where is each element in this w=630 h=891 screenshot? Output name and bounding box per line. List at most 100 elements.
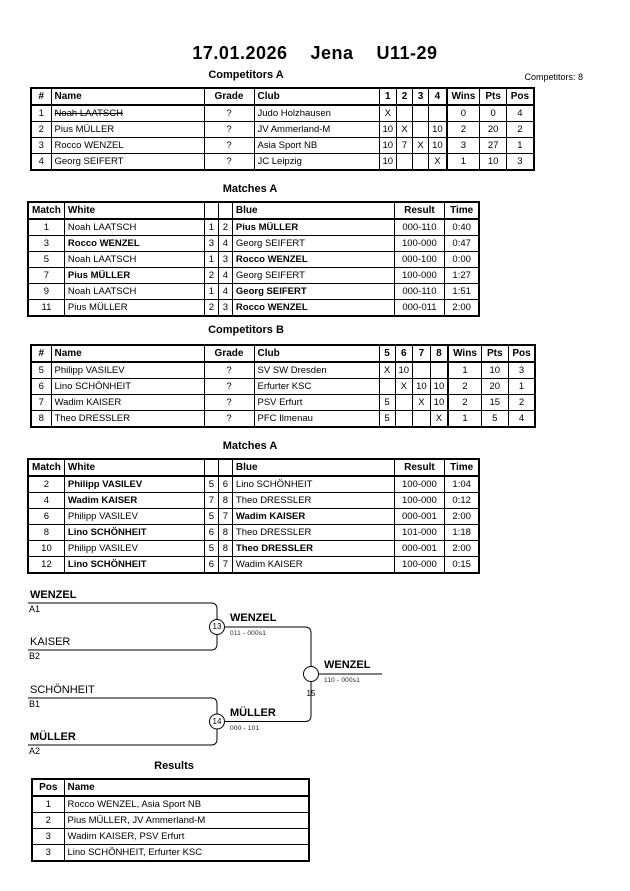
table-cell: Noah LAATSCH [63, 218, 205, 236]
match-circle-13 [209, 619, 225, 635]
table-cell [412, 121, 430, 138]
table-cell: ? [203, 153, 255, 171]
table-cell: 5 [30, 361, 52, 379]
table-cell: 10 [429, 394, 449, 411]
table-cell: Asia Sport NB [253, 137, 380, 154]
table-cell: 2 [506, 121, 535, 138]
table-cell: 0 [445, 104, 481, 122]
table-cell: 100-000 [393, 556, 445, 574]
table-cell: Rocco WENZEL [63, 235, 205, 252]
column-header [203, 458, 219, 477]
table-cell: 8 [27, 524, 65, 541]
table-cell: 000-011 [393, 299, 445, 317]
table-cell: 1:04 [443, 475, 480, 493]
column-header: Time [443, 201, 480, 220]
table-cell: 1 [506, 137, 535, 154]
table-cell: 8 [217, 540, 233, 557]
table-cell: 2 [27, 475, 65, 493]
table-cell: 2 [203, 299, 219, 317]
table-cell: 1 [447, 361, 482, 379]
table-cell: Georg SEIFERT [231, 267, 395, 284]
table-cell: Lino SCHÖNHEIT, Erfurter KSC [63, 844, 310, 862]
table-cell: X [394, 378, 414, 395]
bracket-seed-code: B1 [29, 699, 41, 709]
table-cell: 10 [428, 121, 448, 138]
table-cell: 6 [217, 475, 233, 493]
column-header: Grade [203, 344, 255, 363]
table-cell: Rocco WENZEL [231, 299, 395, 317]
table-cell: X [428, 153, 448, 171]
table-cell: Philipp VASILEV [50, 361, 205, 379]
table-cell: 000-100 [393, 251, 445, 268]
table-cell: Philipp VASILEV [63, 475, 205, 493]
table-cell: 1 [31, 795, 65, 813]
table-cell: 1:18 [443, 524, 480, 541]
table-cell: 1:51 [443, 283, 480, 300]
column-header: Wins [447, 344, 482, 363]
table-cell [394, 394, 414, 411]
table-cell: 20 [479, 121, 508, 138]
match-circle-15 [303, 666, 319, 682]
table-cell: PSV Erfurt [253, 394, 380, 411]
table-cell: 3 [203, 235, 219, 252]
table-cell [429, 361, 449, 379]
table-cell: 7 [27, 267, 65, 284]
table-cell: SV SW Dresden [253, 361, 380, 379]
table-cell [428, 104, 448, 122]
table-cell: Rocco WENZEL [231, 251, 395, 268]
table-cell: Lino SCHÖNHEIT [231, 475, 395, 493]
table-cell: Judo Holzhausen [253, 104, 380, 122]
table-cell: 10 [378, 121, 398, 138]
table-cell: Pius MÜLLER [63, 299, 205, 317]
table-cell: 1 [507, 378, 536, 395]
table-cell: 000-110 [393, 218, 445, 236]
table-cell: 11 [27, 299, 65, 317]
column-header: Pts [480, 344, 509, 363]
table-cell: 4 [217, 267, 233, 284]
table-cell: Theo DRESSLER [231, 524, 395, 541]
table-cell: 2:00 [443, 540, 480, 557]
column-header: White [63, 201, 205, 220]
table-cell: 4 [27, 492, 65, 509]
table-cell: Philipp VASILEV [63, 508, 205, 525]
column-header: # [30, 344, 52, 363]
table-cell: 100-000 [393, 475, 445, 493]
section-heading-matches-a: Matches A [222, 183, 278, 195]
table-cell: 8 [30, 410, 52, 428]
table-cell: 2:00 [443, 299, 480, 317]
table-cell: 8 [217, 492, 233, 509]
table-cell: Pius MÜLLER, JV Ammerland-M [63, 812, 310, 829]
table-cell: 10 [428, 137, 448, 154]
table-cell: Theo DRESSLER [50, 410, 205, 428]
bracket-seed-code: A2 [29, 746, 41, 756]
column-header: 6 [394, 344, 414, 363]
table-cell: 10 [394, 361, 414, 379]
column-header: Match [27, 458, 65, 477]
column-header: Result [393, 201, 445, 220]
table-cell: 101-000 [393, 524, 445, 541]
column-header: 5 [378, 344, 396, 363]
table-cell: 1 [447, 410, 482, 428]
table-cell: ? [203, 104, 255, 122]
bracket-lines [28, 602, 382, 746]
table-cell: 20 [480, 378, 509, 395]
table-cell: 0:15 [443, 556, 480, 574]
table-cell: Georg SEIFERT [231, 283, 395, 300]
table-cell: Erfurter KSC [253, 378, 380, 395]
table-cell: 5 [27, 251, 65, 268]
